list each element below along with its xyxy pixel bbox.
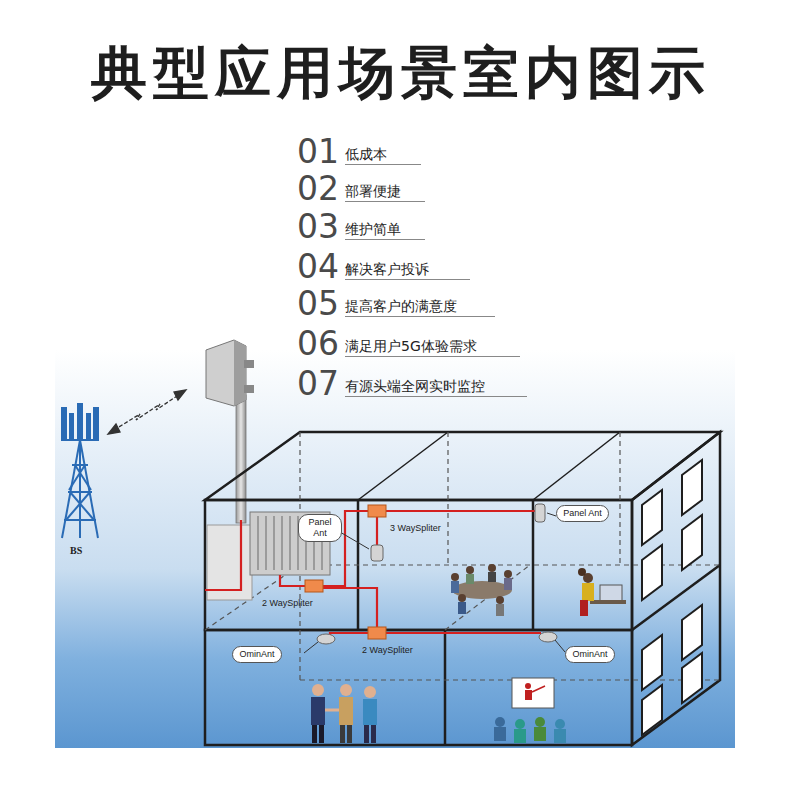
office-worker [578,568,626,616]
callout-leaders [304,513,565,653]
meeting-room-people [451,564,512,616]
list-number: 04 [297,247,339,287]
building-hidden-edges [205,432,720,680]
base-station-tower [62,404,98,538]
feature-text: 维护简单 [345,220,425,240]
list-number: 02 [297,169,339,209]
feature-text: 解决客户投诉 [345,260,470,280]
building-windows [642,460,702,735]
list-number: 03 [297,207,339,247]
antenna-callout: Panel Ant [556,505,609,522]
feature-text: 提高客户的满意度 [345,297,495,317]
feature-text: 满足用户5G体验需求 [345,337,520,357]
handshake-people [311,684,377,743]
feeder-cables [205,511,541,636]
presentation-scene [494,678,566,743]
splitters [305,505,386,639]
callout-text: Panel Ant [563,508,602,519]
callout-text: OminAnt [572,649,608,660]
station-label: BS [70,545,82,556]
callout-text: Panel Ant [305,517,335,539]
page-title: 典型应用场景室内图示 [0,40,801,106]
splitter-label: 2 WaySpliter [362,645,413,655]
building-frame [205,432,720,745]
feature-text: 低成本 [345,145,421,165]
indoor-antennas [317,504,557,644]
callout-text: OminAnt [239,649,275,660]
sky-ground-background [55,350,735,748]
list-number: 06 [297,324,339,364]
list-number: 05 [297,284,339,324]
feature-text: 部署便捷 [345,182,425,202]
antenna-callout: OminAnt [565,646,615,663]
splitter-label: 2 WaySpliter [262,598,313,608]
antenna-callout: OminAnt [232,646,282,663]
splitter-label: 3 WaySpliter [390,523,441,533]
list-number: 01 [297,132,339,172]
feature-text: 有源头端全网实时监控 [345,377,527,397]
list-number: 07 [297,364,339,404]
antenna-callout: Panel Ant [298,514,342,542]
wireless-link [108,390,186,434]
